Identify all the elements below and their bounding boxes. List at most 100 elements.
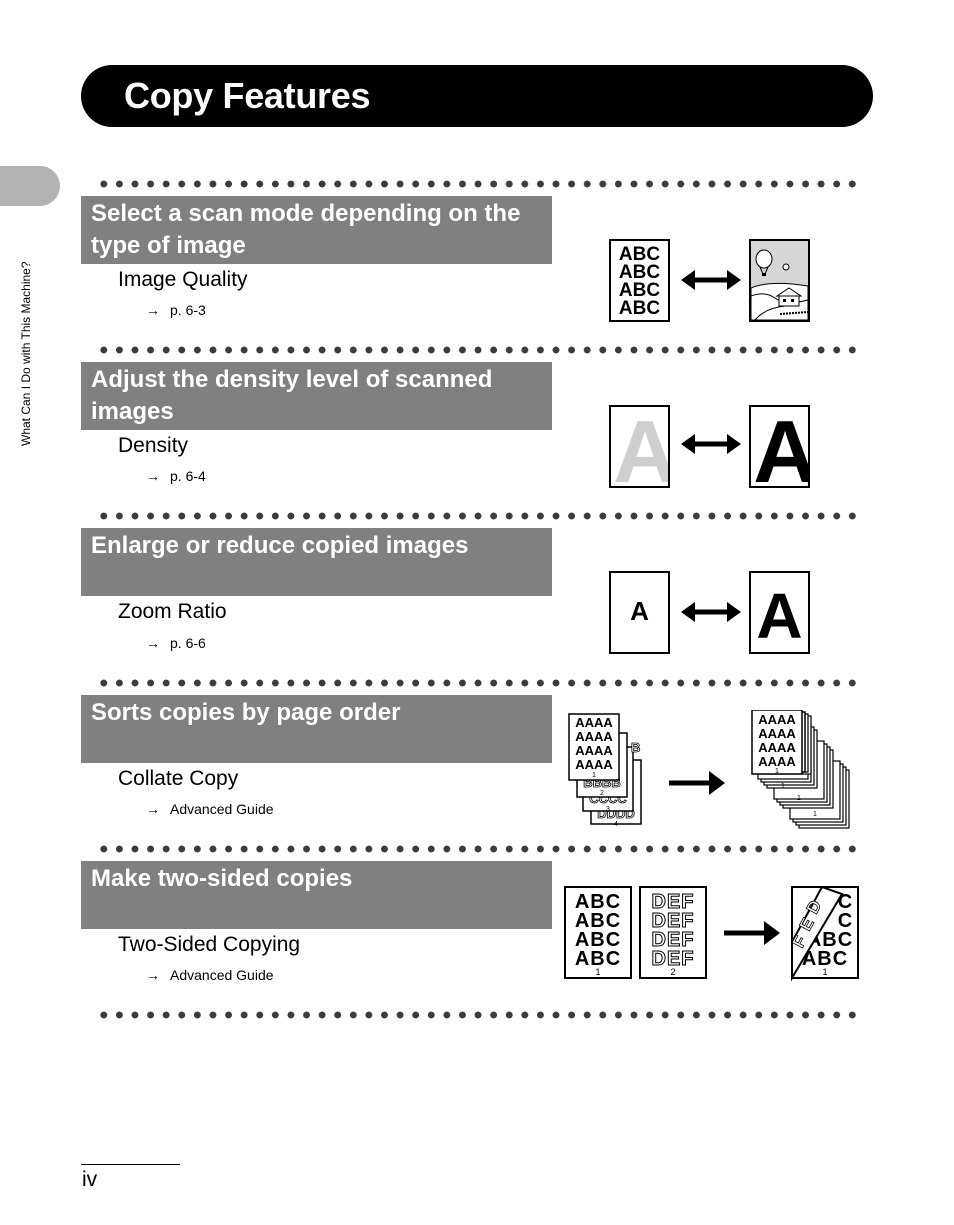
page-reference: → p. 6-6: [146, 635, 206, 651]
double-arrow-icon: [681, 602, 741, 622]
section-heading-two-sided: Make two-sided copies: [81, 861, 552, 929]
right-arrow-icon: →: [146, 302, 160, 318]
page-reference: → Advanced Guide: [146, 967, 274, 983]
svg-text:DEF: DEF: [652, 910, 695, 932]
feature-name-collate: Collate Copy: [118, 767, 239, 790]
svg-text:1: 1: [592, 772, 596, 779]
section-heading-text: Sorts copies by page order: [91, 699, 401, 726]
right-arrow-icon: →: [146, 635, 160, 651]
dark-page: [749, 405, 810, 488]
feature-name-density: Density: [118, 434, 189, 457]
chapter-tab: [0, 166, 60, 206]
folded-corner: [791, 885, 844, 982]
section-heading-collate: Sorts copies by page order: [81, 695, 552, 763]
photo-page-icon: [749, 239, 810, 322]
right-arrow-icon: →: [146, 468, 160, 484]
page-2-fragment: B: [631, 740, 640, 755]
sorted-stacks: 1 1 1 AAAA AAAA AAAA AAAA 1: [751, 710, 850, 829]
stack-number: 1: [813, 811, 817, 818]
svg-text:1: 1: [595, 967, 600, 977]
text-original-page: [609, 239, 670, 322]
svg-text:AAAA: AAAA: [575, 743, 613, 758]
section-heading-image-quality: Select a scan mode depending on the type…: [81, 196, 552, 264]
svg-text:2: 2: [670, 967, 675, 977]
stack-number: 1: [775, 768, 779, 775]
feature-name-two-sided: Two-Sided Copying: [118, 933, 301, 956]
light-page: [609, 405, 670, 488]
small-letter: A: [630, 596, 649, 626]
section-heading-text: Select a scan mode depending on the type…: [91, 200, 521, 259]
zoom-illustration: A A: [609, 571, 810, 654]
dot-separator: [96, 845, 858, 853]
dot-separator: [96, 679, 858, 687]
feature-name-zoom-ratio: Zoom Ratio: [118, 600, 227, 623]
large-letter-page: [749, 571, 810, 654]
section-heading-text: Make two-sided copies: [91, 865, 353, 892]
svg-text:ABC: ABC: [575, 891, 621, 913]
dot-separator: [96, 346, 858, 354]
svg-text:AAAA: AAAA: [575, 757, 613, 772]
large-letter: A: [756, 580, 802, 652]
svg-text:AAAA: AAAA: [758, 712, 796, 727]
right-arrow-icon: [724, 921, 780, 945]
page-title: Copy Features: [124, 75, 371, 116]
page-1: AAAA AAAA AAAA AAAA 1: [568, 713, 620, 781]
light-letter: A: [613, 402, 677, 492]
title-banner: Copy Features: [81, 65, 873, 127]
reference-text: p. 6-4: [170, 468, 206, 484]
svg-text:ABC: ABC: [575, 910, 621, 932]
svg-text:C: C: [838, 910, 852, 932]
density-illustration: A A: [609, 402, 815, 492]
abc-line: ABC: [619, 262, 660, 283]
chapter-side-label: What Can I Do with This Machine?: [19, 261, 33, 446]
svg-text:ABC: ABC: [575, 948, 621, 970]
reference-text: p. 6-6: [170, 635, 206, 651]
double-arrow-icon: [681, 270, 741, 290]
abc-line: ABC: [619, 280, 660, 301]
section-heading-text: Adjust the density level of scanned imag…: [91, 366, 493, 425]
two-sided-result-page: C C ABC ABC 1 D E F: [788, 885, 859, 982]
page-reference: → p. 6-3: [146, 302, 206, 318]
section-heading-density: Adjust the density level of scanned imag…: [81, 362, 552, 430]
stack-number: 1: [781, 783, 785, 790]
page-reference: → p. 6-4: [146, 468, 206, 484]
dot-separator: [96, 512, 858, 520]
svg-text:4: 4: [614, 821, 618, 828]
reference-text: p. 6-3: [170, 302, 206, 318]
svg-text:1: 1: [822, 967, 827, 977]
svg-text:AAAA: AAAA: [575, 729, 613, 744]
collate-illustration: DDDD 4 CCCC 3 BBBB 2 AAAA AAAA AAAA AAAA…: [568, 710, 850, 829]
svg-text:ABC: ABC: [575, 929, 621, 951]
reference-text: Advanced Guide: [170, 801, 274, 817]
image-quality-illustration: ABC ABC ABC ABC: [609, 239, 810, 322]
svg-text:ABC: ABC: [802, 948, 848, 970]
feature-name-image-quality: Image Quality: [118, 268, 248, 291]
right-arrow-icon: →: [146, 967, 160, 983]
dark-letter: A: [753, 402, 815, 492]
svg-text:3: 3: [606, 806, 610, 813]
svg-text:AAAA: AAAA: [758, 726, 796, 741]
page-number: iv: [82, 1168, 98, 1191]
dot-separator: [96, 1011, 858, 1019]
original-page-1: ABC ABC ABC ABC 1: [564, 886, 632, 979]
svg-text:AAAA: AAAA: [758, 754, 796, 769]
original-page-2: DEF DEF DEF DEF 2: [639, 886, 707, 979]
svg-text:DEF: DEF: [652, 929, 695, 951]
svg-text:AAAA: AAAA: [575, 715, 613, 730]
section-heading-zoom-ratio: Enlarge or reduce copied images: [81, 528, 552, 596]
dot-separator: [96, 180, 858, 188]
double-arrow-icon: [681, 434, 741, 454]
stack-number: 1: [797, 795, 801, 802]
right-arrow-icon: →: [146, 801, 160, 817]
abc-line: ABC: [619, 298, 660, 319]
reference-text: Advanced Guide: [170, 967, 274, 983]
section-heading-text: Enlarge or reduce copied images: [91, 532, 469, 559]
footer-rule: [81, 1164, 180, 1165]
small-letter-page: [609, 571, 670, 654]
right-arrow-icon: [669, 771, 725, 795]
page-reference: → Advanced Guide: [146, 801, 274, 817]
svg-text:DEF: DEF: [652, 948, 695, 970]
svg-text:DEF: DEF: [652, 891, 695, 913]
two-sided-illustration: ABC ABC ABC ABC 1 DEF DEF DEF DEF 2 C C …: [564, 885, 859, 982]
svg-text:2: 2: [600, 790, 604, 797]
